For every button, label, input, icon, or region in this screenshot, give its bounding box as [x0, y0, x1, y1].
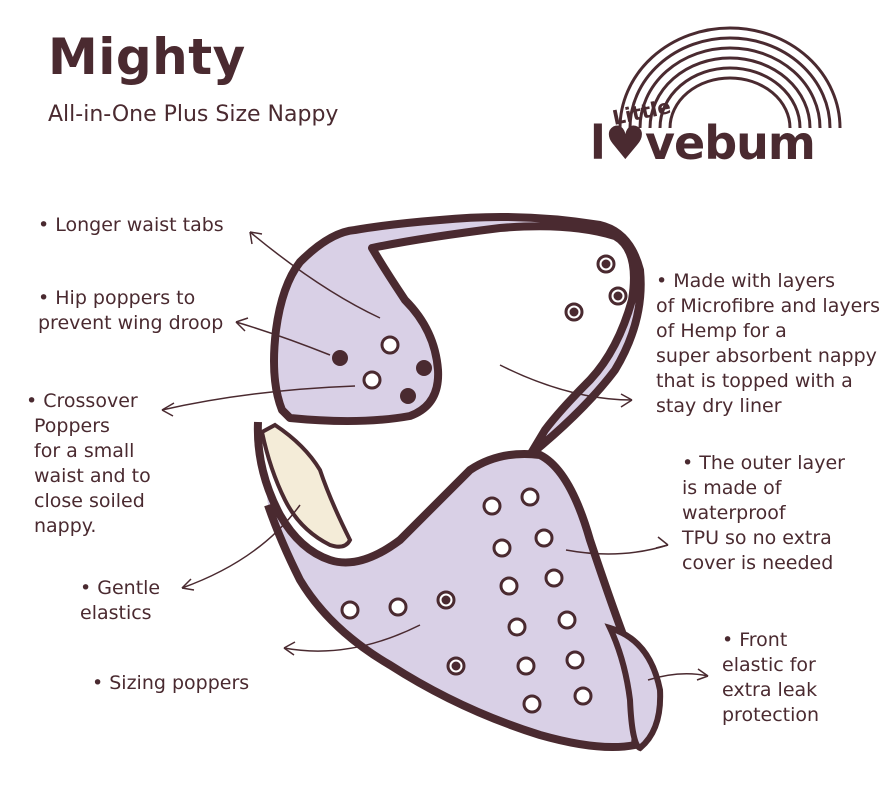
page-subtitle: All-in-One Plus Size Nappy — [48, 102, 339, 127]
nappy-front-panel — [253, 421, 641, 752]
crossover-poppers — [436, 254, 628, 676]
nappy-front-elastic — [604, 623, 664, 752]
nappy-back-wing — [270, 212, 645, 459]
logo-rainbow — [618, 26, 842, 129]
nappy-liner — [259, 422, 353, 549]
pointer-arrows — [161, 231, 709, 681]
label-hip-poppers: • Hip poppers to prevent wing droop — [38, 287, 224, 334]
label-gentle-elastics: • Gentle elastics — [80, 577, 161, 624]
page-title: Mighty — [48, 28, 246, 86]
label-sizing-poppers: • Sizing poppers — [92, 672, 250, 694]
logo-brand-text: l♥vebum — [590, 116, 816, 170]
label-waist-tabs: • Longer waist tabs — [38, 214, 224, 236]
label-front-elastic: • Front elastic for extra leak protectio… — [722, 629, 820, 726]
label-crossover-poppers: • Crossover Poppers for a small waist an… — [26, 390, 151, 537]
sizing-poppers — [340, 335, 593, 714]
label-absorbent-layers: • Made with layers of Microfibre and lay… — [656, 270, 880, 417]
hip-poppers — [332, 350, 432, 404]
label-outer-layer: • The outer layer is made of waterproof … — [682, 452, 845, 574]
